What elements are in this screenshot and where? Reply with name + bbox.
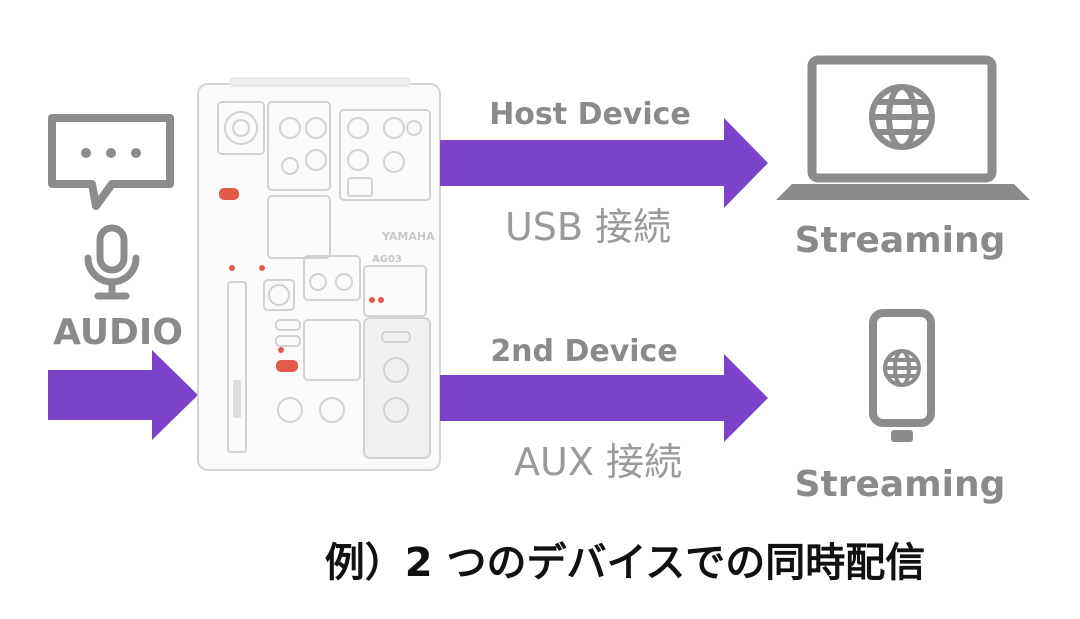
phone-streaming-label: Streaming (795, 464, 1006, 505)
speech-bubble-icon (48, 114, 174, 210)
second-device-label: 2nd Device (490, 334, 677, 369)
diagram-caption: 例）2 つのデバイスでの同時配信 (324, 540, 926, 586)
globe-icon (883, 349, 921, 387)
laptop-streaming-label: Streaming (795, 220, 1006, 261)
usb-output-arrow (440, 118, 768, 208)
aux-output-arrow (440, 354, 768, 442)
mixer-brand: YAMAHA (381, 230, 435, 243)
smartphone-icon (869, 309, 935, 442)
mixer-device: YAMAHA AG03 (197, 77, 441, 471)
globe-icon (869, 84, 935, 150)
host-device-label: Host Device (489, 97, 691, 132)
aux-connection-label: AUX 接続 (514, 440, 682, 484)
audio-label: AUDIO (53, 312, 183, 353)
usb-connection-label: USB 接続 (505, 205, 671, 249)
mixer-model: AG03 (372, 254, 402, 265)
microphone-icon (84, 224, 140, 300)
audio-input-arrow (48, 350, 198, 440)
laptop-icon (776, 55, 1030, 200)
